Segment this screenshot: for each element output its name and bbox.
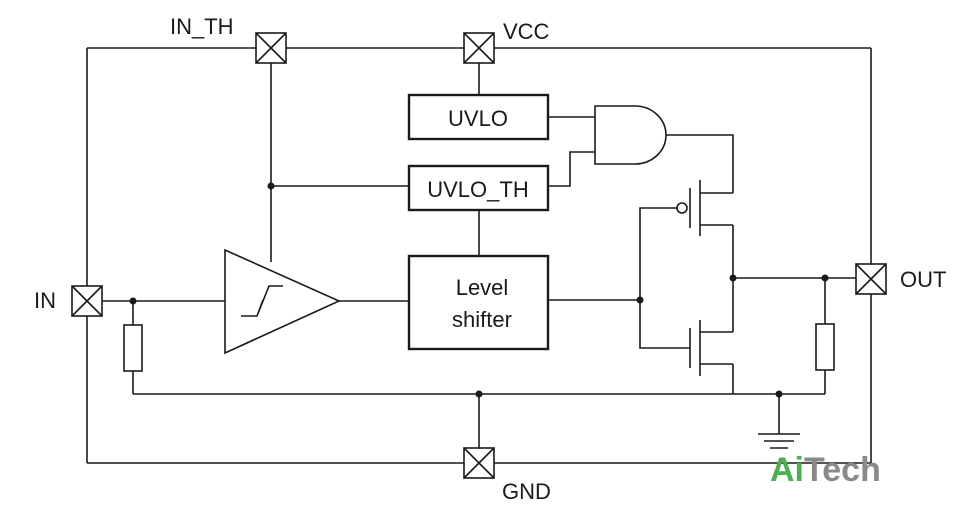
level-shifter-label-line1: Level	[456, 275, 509, 300]
and-to-pmos-wire	[666, 134, 734, 193]
pmos-gate-bubble	[676, 202, 688, 214]
and-gate	[594, 105, 667, 165]
hysteresis-icon	[241, 285, 283, 317]
comparator	[224, 248, 341, 355]
uvlo-th-block: UVLO_TH	[407, 164, 550, 212]
pin-label-in-th: IN_TH	[170, 14, 234, 39]
level-shifter-label-line2: shifter	[452, 307, 512, 332]
pin-gnd	[463, 447, 495, 479]
package-outline	[86, 47, 872, 464]
pin-label-out: OUT	[900, 267, 946, 292]
pmos-gate-wire	[639, 207, 677, 300]
watermark-part2: Tech	[804, 451, 881, 489]
junction-in-th	[267, 182, 275, 190]
level-shifter-block: Level shifter	[407, 254, 550, 351]
ground-icon	[758, 394, 800, 449]
watermark-logo: AiTech	[770, 451, 881, 489]
pin-vcc	[463, 32, 495, 64]
watermark-part1: Ai	[770, 451, 804, 489]
pin-out	[855, 263, 887, 295]
uvlo-th-label: UVLO_TH	[427, 177, 528, 202]
uvlo-label: UVLO	[448, 106, 508, 131]
pin-label-gnd: GND	[502, 479, 551, 504]
pin-in-th	[255, 32, 287, 64]
pmos-transistor	[676, 180, 733, 236]
pin-in	[71, 285, 103, 317]
pin-label-vcc: VCC	[503, 19, 550, 44]
nmos-gate-wire	[639, 300, 690, 349]
uvlo-th-to-and-wire	[548, 151, 595, 187]
input-resistor	[123, 324, 143, 372]
pin-label-in: IN	[34, 288, 56, 313]
output-resistor	[815, 323, 835, 371]
nmos-transistor	[689, 320, 733, 376]
junction-output	[729, 274, 737, 282]
uvlo-block: UVLO	[407, 93, 550, 141]
